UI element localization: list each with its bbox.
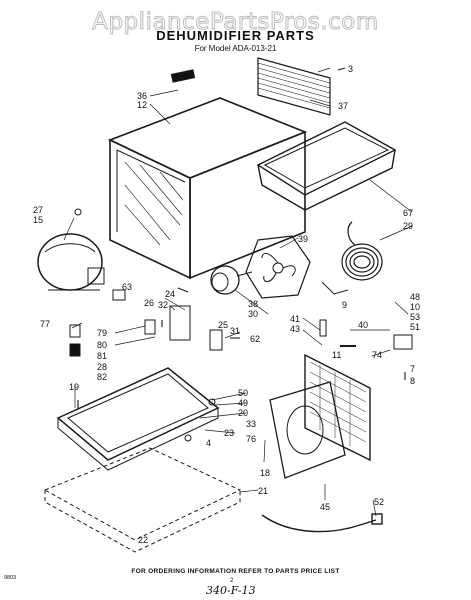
- handwritten-reference: 340-F-13: [206, 584, 256, 597]
- callout-19: 19: [69, 382, 80, 392]
- power-cord: [261, 513, 383, 533]
- callout-36: 36: [137, 91, 148, 101]
- label-plate: [170, 69, 196, 83]
- callout-leaders: [63, 67, 413, 517]
- callout-48: 48: [410, 292, 421, 302]
- callout-53: 53: [410, 312, 421, 322]
- fan-motor: [210, 265, 253, 295]
- callout-18: 18: [260, 468, 271, 478]
- callout-67: 67: [403, 208, 414, 218]
- callout-25: 25: [218, 320, 229, 330]
- callout-76: 76: [246, 434, 257, 444]
- fan-shroud: [269, 381, 346, 479]
- callout-52: 52: [374, 497, 385, 507]
- callout-79: 79: [97, 328, 108, 338]
- callout-27: 27: [33, 205, 44, 215]
- callout-10: 10: [410, 302, 421, 312]
- callout-45: 45: [320, 502, 331, 512]
- callout-49: 49: [238, 398, 249, 408]
- callout-7: 7: [410, 364, 416, 374]
- model-subtitle: For Model ADA-013-21: [194, 44, 277, 53]
- callout-33: 33: [246, 419, 257, 429]
- callout-37: 37: [338, 101, 349, 111]
- fasteners: [77, 67, 406, 410]
- callout-32: 32: [158, 300, 169, 310]
- callout-63: 63: [122, 282, 133, 292]
- ordering-note: FOR ORDERING INFORMATION REFER TO PARTS …: [131, 568, 340, 575]
- callout-81: 81: [97, 351, 108, 361]
- callout-62: 62: [250, 334, 261, 344]
- callout-9: 9: [342, 300, 348, 310]
- base-pan: [56, 367, 220, 471]
- callout-8: 8: [410, 376, 416, 386]
- callout-24: 24: [165, 289, 176, 299]
- callout-26: 26: [144, 298, 155, 308]
- callout-3: 3: [348, 64, 354, 74]
- water-bucket: [256, 121, 397, 211]
- filter-panel: [257, 57, 331, 116]
- watermark: AppliancePartsPros.com: [92, 9, 379, 36]
- callout-74: 74: [372, 350, 383, 360]
- cabinet-housing: [107, 97, 308, 280]
- callout-50: 50: [238, 388, 249, 398]
- diagram-title: DEHUMIDIFIER PARTS: [156, 28, 315, 43]
- callout-43: 43: [290, 324, 301, 334]
- callout-82: 82: [97, 372, 108, 382]
- callout-31: 31: [230, 326, 241, 336]
- callout-77: 77: [40, 319, 51, 329]
- callout-30: 30: [248, 309, 259, 319]
- callout-11: 11: [332, 350, 342, 360]
- callout-20: 20: [238, 408, 249, 418]
- callout-28: 28: [97, 362, 108, 372]
- callout-40: 40: [358, 320, 369, 330]
- callout-51: 51: [410, 322, 421, 332]
- compressor: [37, 233, 105, 291]
- small-parts: [69, 208, 413, 442]
- page-number: 2: [230, 578, 234, 584]
- coil-cord: [341, 221, 383, 281]
- callout-80: 80: [97, 340, 108, 350]
- callout-29: 29: [403, 221, 414, 231]
- callout-4: 4: [206, 438, 212, 448]
- callout-38: 38: [248, 299, 259, 309]
- fan-blade: [245, 235, 311, 299]
- bottom-frame: [43, 447, 242, 553]
- doc-code: 9803: [4, 575, 17, 581]
- callout-41: 41: [290, 314, 301, 324]
- callout-21: 21: [258, 486, 269, 496]
- callout-23: 23: [224, 428, 235, 438]
- callout-39: 39: [298, 234, 309, 244]
- callout-22: 22: [138, 535, 149, 545]
- callout-15: 15: [33, 215, 44, 225]
- callout-12: 12: [137, 100, 148, 110]
